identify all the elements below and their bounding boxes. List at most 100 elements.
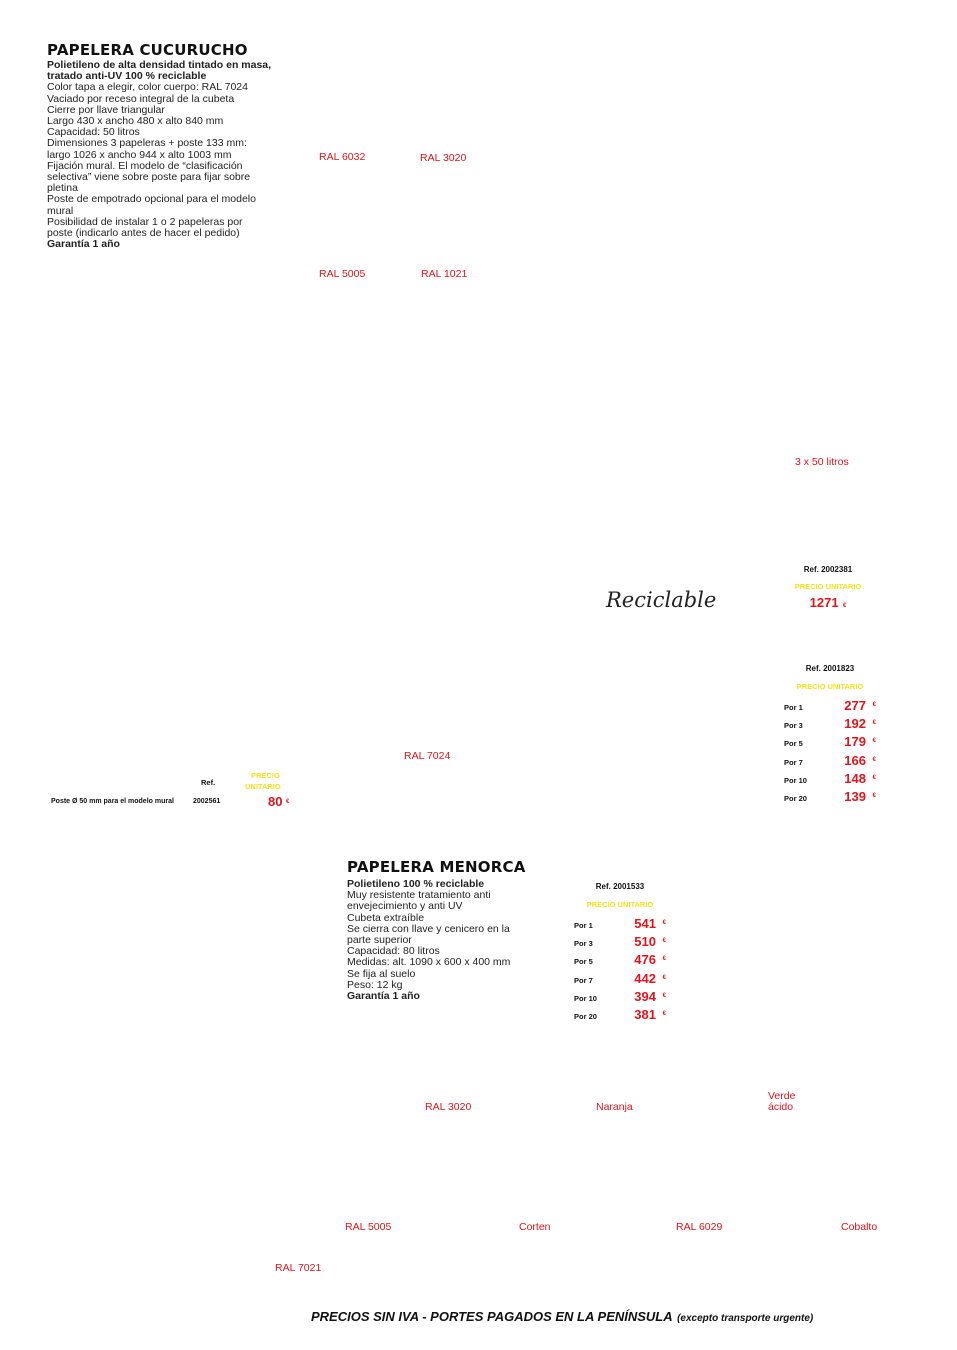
cucurucho-description-line: selectiva” viene sobre poste para fijar … bbox=[47, 171, 251, 184]
cucurucho-description-line: poste (indicarlo antes de hacer el pedid… bbox=[47, 227, 240, 240]
set-price-unit-label: PRECIO UNITARIO bbox=[794, 582, 862, 591]
menorca-price-qty: Por 1 bbox=[574, 921, 593, 930]
cucurucho-price-qty: Por 3 bbox=[784, 721, 803, 731]
cucurucho-description-line: pletina bbox=[47, 182, 78, 195]
color-label-ral-3020-menorca: RAL 3020 bbox=[425, 1101, 472, 1113]
cucurucho-description-line: Largo 430 x ancho 480 x alto 840 mm bbox=[47, 115, 224, 128]
cucurucho-description-line: Dimensiones 3 papeleras + poste 133 mm: bbox=[47, 137, 247, 150]
set-price-currency: € bbox=[843, 603, 847, 609]
menorca-description-line: Garantía 1 año bbox=[347, 990, 420, 1003]
post-price: 80 bbox=[268, 794, 283, 809]
footer-notice: PRECIOS SIN IVA - PORTES PAGADOS EN LA P… bbox=[311, 1308, 813, 1326]
cucurucho-description-line: Polietileno de alta densidad tintado en … bbox=[47, 59, 272, 71]
cucurucho-price-qty: Por 5 bbox=[784, 739, 803, 749]
cucurucho-price-row: Por 1 277 € bbox=[784, 698, 876, 716]
set-price-value: 1271 bbox=[809, 595, 839, 610]
cucurucho-price-qty: Por 10 bbox=[784, 775, 807, 785]
menorca-price-currency: € bbox=[662, 1011, 666, 1017]
cucurucho-title: PAPELERA CUCURUCHO bbox=[47, 41, 248, 59]
color-label-ral-3020: RAL 3020 bbox=[420, 152, 467, 164]
color-label-ral-6029: RAL 6029 bbox=[676, 1221, 723, 1233]
color-label-ral-5005-menorca: RAL 5005 bbox=[345, 1221, 392, 1233]
set-price-ref: Ref. 2002381 bbox=[803, 565, 853, 574]
menorca-price-qty: Por 7 bbox=[574, 975, 593, 985]
color-label-ral-6032: RAL 6032 bbox=[319, 151, 366, 163]
cucurucho-description-line: Color tapa a elegir, color cuerpo: RAL 7… bbox=[47, 81, 248, 94]
cucurucho-description-line: Posibilidad de instalar 1 o 2 papeleras … bbox=[47, 215, 243, 228]
cucurucho-price-value: 139 bbox=[844, 789, 866, 804]
menorca-description-line: parte superior bbox=[347, 934, 412, 947]
menorca-price-value: 394 bbox=[634, 988, 656, 1004]
cucurucho-description-line: Fijación mural. El modelo de “clasificac… bbox=[47, 159, 243, 172]
menorca-tier-ref: Ref. 2001533 bbox=[595, 882, 645, 891]
cucurucho-price-currency: € bbox=[872, 738, 876, 745]
menorca-description-line: Se cierra con llave y cenicero en la bbox=[347, 922, 510, 935]
cucurucho-description-line: Capacidad: 50 litros bbox=[47, 126, 140, 139]
cucurucho-tier-unit-label: PRECIO UNITARIO bbox=[796, 682, 864, 691]
cucurucho-price-row: Por 20 139 € bbox=[784, 789, 876, 807]
color-label-naranja: Naranja bbox=[596, 1101, 633, 1113]
menorca-tier-unit-label: PRECIO UNITARIO bbox=[586, 900, 654, 909]
menorca-price-qty: Por 20 bbox=[574, 1012, 597, 1021]
menorca-price-value: 510 bbox=[634, 934, 656, 950]
color-label-corten: Corten bbox=[519, 1221, 551, 1233]
color-label-verde-acido: Verde ácido bbox=[768, 1090, 796, 1113]
menorca-description-line: Polietileno 100 % reciclable bbox=[347, 878, 485, 890]
cucurucho-description-line: mural bbox=[47, 204, 74, 217]
cucurucho-description-line: largo 1026 x ancho 944 x alto 1003 mm bbox=[47, 148, 232, 161]
cucurucho-description-line: tratado anti-UV 100 % reciclable bbox=[47, 70, 207, 83]
recyclable-label: Reciclable bbox=[606, 588, 717, 612]
cucurucho-price-value: 179 bbox=[844, 734, 866, 750]
menorca-description-line: Muy resistente tratamiento anti bbox=[347, 889, 491, 902]
color-label-ral-1021: RAL 1021 bbox=[421, 268, 468, 280]
menorca-price-currency: € bbox=[662, 992, 666, 999]
menorca-price-value: 381 bbox=[634, 1007, 656, 1022]
menorca-description-line: Cubeta extraíble bbox=[347, 911, 425, 924]
post-price-currency: € bbox=[286, 799, 290, 805]
menorca-price-currency: € bbox=[662, 956, 666, 963]
cucurucho-price-qty: Por 20 bbox=[784, 794, 807, 803]
menorca-description-line: Medidas: alt. 1090 x 600 x 400 mm bbox=[347, 956, 511, 969]
menorca-price-currency: € bbox=[662, 938, 666, 945]
cucurucho-price-row: Por 7 166 € bbox=[784, 753, 876, 771]
menorca-description-line: Capacidad: 80 litros bbox=[347, 945, 440, 958]
cucurucho-price-qty: Por 7 bbox=[784, 757, 803, 767]
cucurucho-price-currency: € bbox=[872, 756, 876, 763]
menorca-price-qty: Por 10 bbox=[574, 993, 597, 1003]
cucurucho-description-line: Cierre por llave triangular bbox=[47, 103, 165, 116]
cucurucho-price-currency: € bbox=[872, 720, 876, 727]
cucurucho-description-line: Garantía 1 año bbox=[47, 238, 120, 251]
menorca-price-row: Por 20 381 € bbox=[574, 1007, 666, 1025]
cucurucho-price-value: 166 bbox=[844, 752, 866, 768]
menorca-price-value: 442 bbox=[634, 970, 656, 986]
footer-note: (excepto transporte urgente) bbox=[677, 1313, 814, 1324]
menorca-description-line: Se fija al suelo bbox=[347, 967, 416, 980]
footer-main: PRECIOS SIN IVA - PORTES PAGADOS EN LA P… bbox=[311, 1309, 673, 1324]
menorca-price-qty: Por 5 bbox=[574, 957, 593, 967]
post-ref: 2002561 bbox=[193, 798, 221, 805]
capacity-label: 3 x 50 litros bbox=[795, 456, 849, 468]
cucurucho-tier-ref: Ref. 2001823 bbox=[805, 664, 855, 673]
cucurucho-price-value: 148 bbox=[844, 770, 866, 786]
cucurucho-price-currency: € bbox=[872, 793, 876, 799]
cucurucho-price-value: 192 bbox=[844, 716, 866, 732]
cucurucho-price-currency: € bbox=[872, 702, 876, 708]
menorca-description-line: Peso: 12 kg bbox=[347, 978, 403, 991]
menorca-description-line: envejecimiento y anti UV bbox=[347, 900, 463, 913]
cucurucho-description: Polietileno de alta densidad tintado en … bbox=[47, 59, 287, 251]
cucurucho-price-value: 277 bbox=[844, 698, 866, 713]
menorca-price-row: Por 10 394 € bbox=[574, 989, 666, 1007]
cucurucho-price-qty: Por 1 bbox=[784, 703, 803, 712]
cucurucho-price-row: Por 3 192 € bbox=[784, 716, 876, 734]
post-label: Poste Ø 50 mm para el modelo mural bbox=[51, 798, 174, 805]
cucurucho-description-line: Poste de empotrado opcional para el mode… bbox=[47, 193, 256, 206]
cucurucho-price-row: Por 5 179 € bbox=[784, 734, 876, 752]
menorca-price-value: 541 bbox=[634, 916, 656, 931]
color-label-ral-5005: RAL 5005 bbox=[319, 268, 366, 280]
